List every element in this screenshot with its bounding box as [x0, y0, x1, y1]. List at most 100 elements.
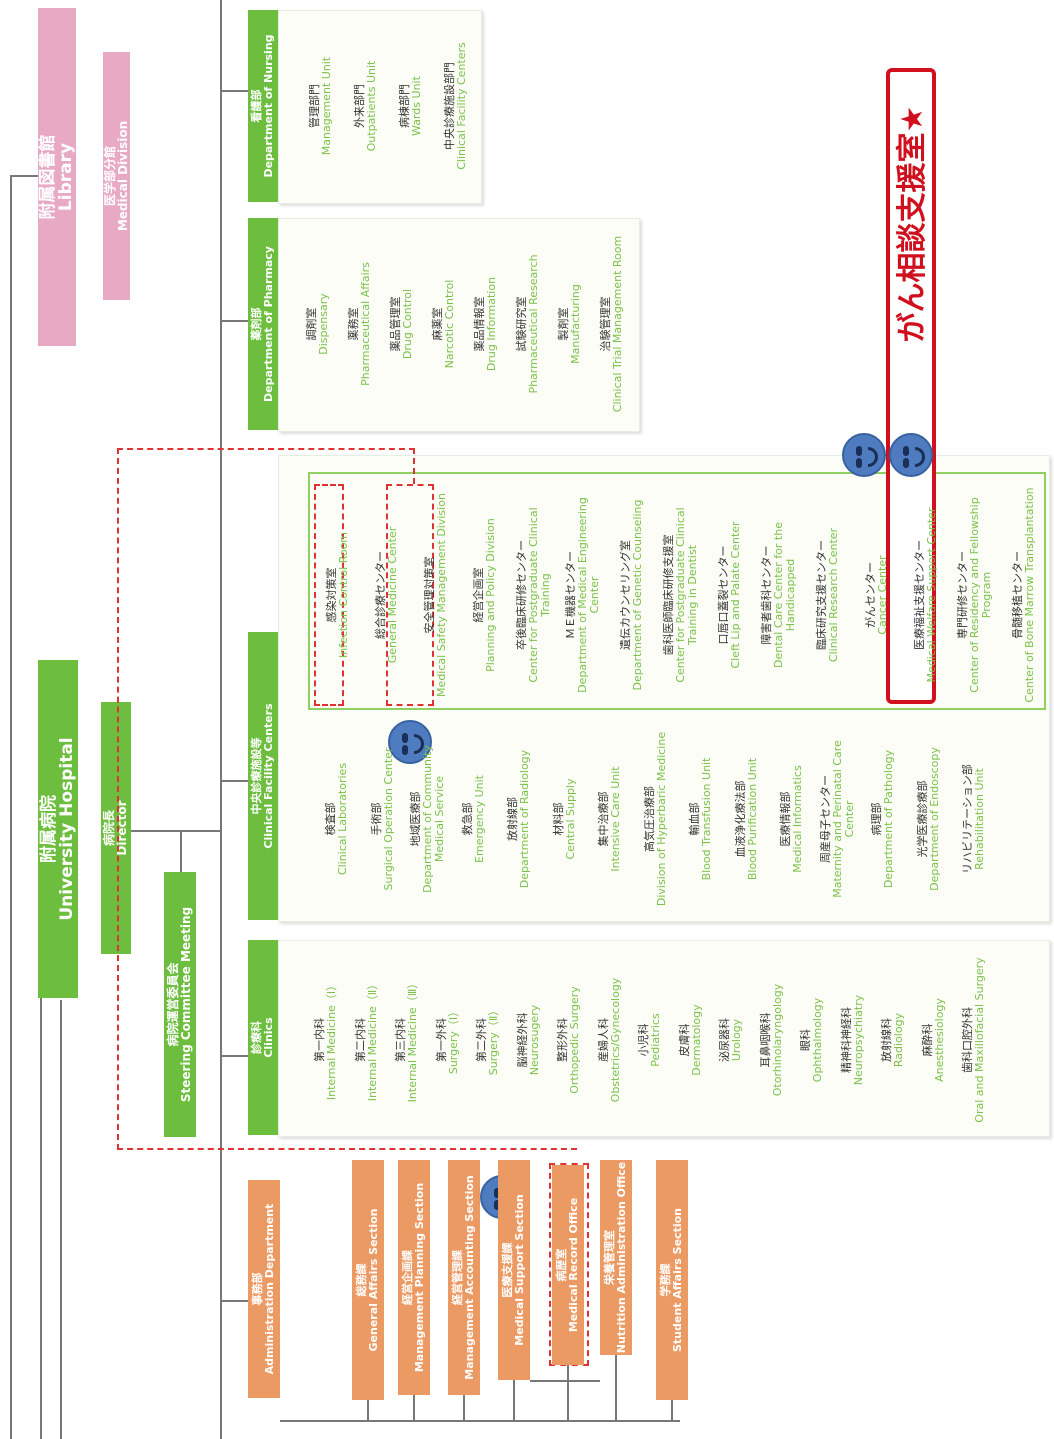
clinic-item-ja: 脳神経外科	[515, 1012, 529, 1068]
clinical-center-item-en: Cleft Lip and Palate Center	[729, 521, 742, 669]
clinic-item-ja: 麻酔科	[920, 1023, 934, 1057]
admin-section-box	[600, 1160, 632, 1355]
admin-section-en: Nutrition Administration Office	[615, 1161, 628, 1354]
pharmacy-item-en: Manufacturing	[569, 284, 582, 364]
pharmacy-item-en: Drug Information	[485, 276, 498, 372]
clinical-unit-item-ja: 血液浄化療法部	[733, 780, 747, 858]
admin-section-en: Management Accounting Section	[463, 1175, 476, 1380]
director-box: 病院長 Director	[101, 702, 131, 954]
clinical-unit-item-en: Department of Community Medical Service	[421, 745, 446, 893]
hospital-label-ja: 附属病院	[38, 795, 59, 863]
admin-section-box	[398, 1160, 430, 1395]
pharmacy-header-en: Department of Pharmacy	[262, 246, 275, 402]
departments-spine	[220, 0, 222, 1439]
clinic-item-ja: 第二内科	[353, 1018, 367, 1062]
admin-section-box	[352, 1160, 384, 1400]
clinical-center-item-en: Center for Postgraduate Clinical Trainin…	[527, 507, 552, 683]
link-top-dashed	[117, 448, 415, 450]
clinical-unit-item-en: Surgical Operation Center	[381, 747, 395, 891]
hospital-stem-line	[60, 1000, 62, 1439]
clinical-center-item-en: Medical Welfare Support Center	[925, 507, 938, 683]
clinical-unit-item-en: Intensive Care Unit	[609, 766, 622, 872]
director-branch-line	[131, 830, 221, 832]
clinical-header: 中央診療施設等 Clinical Facility Centers	[248, 632, 278, 920]
clinical-unit-item-en: Division of Hyperbaric Medicine	[654, 731, 668, 907]
medical-division-box: 医学部分館 Medical Division	[103, 52, 130, 300]
clinic-item-en: Dermatology	[689, 1004, 703, 1076]
link-left-dashed	[117, 448, 119, 1150]
library-box: 附属図書館 Library	[38, 8, 76, 346]
clinical-unit-item-ja: 光学医療診療部	[915, 780, 929, 858]
clinical-unit-item-ja: 材料部	[551, 802, 565, 836]
steering-box: 病院運営委員会 Steering Committee Meeting	[164, 872, 196, 1137]
clinical-center-item-en: Cancer Center	[876, 555, 889, 635]
admin-section-connector	[567, 1365, 569, 1420]
clinical-unit-item-en: Department of Pathology	[882, 749, 895, 889]
clinic-item-en: Surgery（Ⅱ）	[487, 1004, 500, 1076]
clinic-item-en: Urology	[730, 1018, 743, 1062]
clinic-item-en: Internal Medicine（Ⅰ）	[325, 979, 338, 1101]
clinical-center-item-en: Center of Residency and Fellowship Progr…	[968, 497, 993, 693]
smiley-face-icon	[842, 433, 886, 477]
nursing-connector	[220, 90, 248, 92]
clinic-item-ja: 皮膚科	[677, 1023, 691, 1057]
admin-section-connector	[615, 1355, 617, 1420]
nursing-header: 看護部 Department of Nursing	[248, 10, 278, 202]
clinical-connector	[220, 780, 248, 782]
clinical-center-item-en: Center of Bone Marrow Transplantation	[1023, 487, 1036, 703]
link-bottom-dashed	[117, 1148, 577, 1150]
admin-section-en: Medical Support Section	[513, 1194, 526, 1346]
clinic-item-en: Neurosugery	[527, 1004, 541, 1076]
cancer-support-label-box: がん相談支援室★	[892, 74, 934, 374]
main-trunk-line	[10, 175, 12, 1439]
admin-connector	[220, 1300, 248, 1302]
clinic-item-en: Anesthesiology	[932, 998, 946, 1082]
library-label-en: Library	[56, 142, 76, 212]
clinic-item-en: Internal Medicine（Ⅱ）	[365, 978, 379, 1102]
admin-section-connector	[671, 1400, 673, 1420]
clinic-item-ja: 産婦人科	[596, 1018, 610, 1062]
nursing-item-en: Wards Unit	[410, 76, 423, 136]
pharmacy-header: 薬剤部 Department of Pharmacy	[248, 218, 278, 430]
clinic-item-ja: 耳鼻咽喉科	[758, 1012, 772, 1068]
medical-division-ja: 医学部分館	[102, 146, 117, 207]
nursing-panel	[278, 10, 482, 204]
clinical-center-item-en: Planning and Policy Division	[484, 518, 497, 672]
clinical-unit-item-ja: 周産母子センター	[818, 775, 832, 863]
hospital-trunk-line	[40, 995, 42, 1439]
admin-section-box	[448, 1160, 480, 1395]
